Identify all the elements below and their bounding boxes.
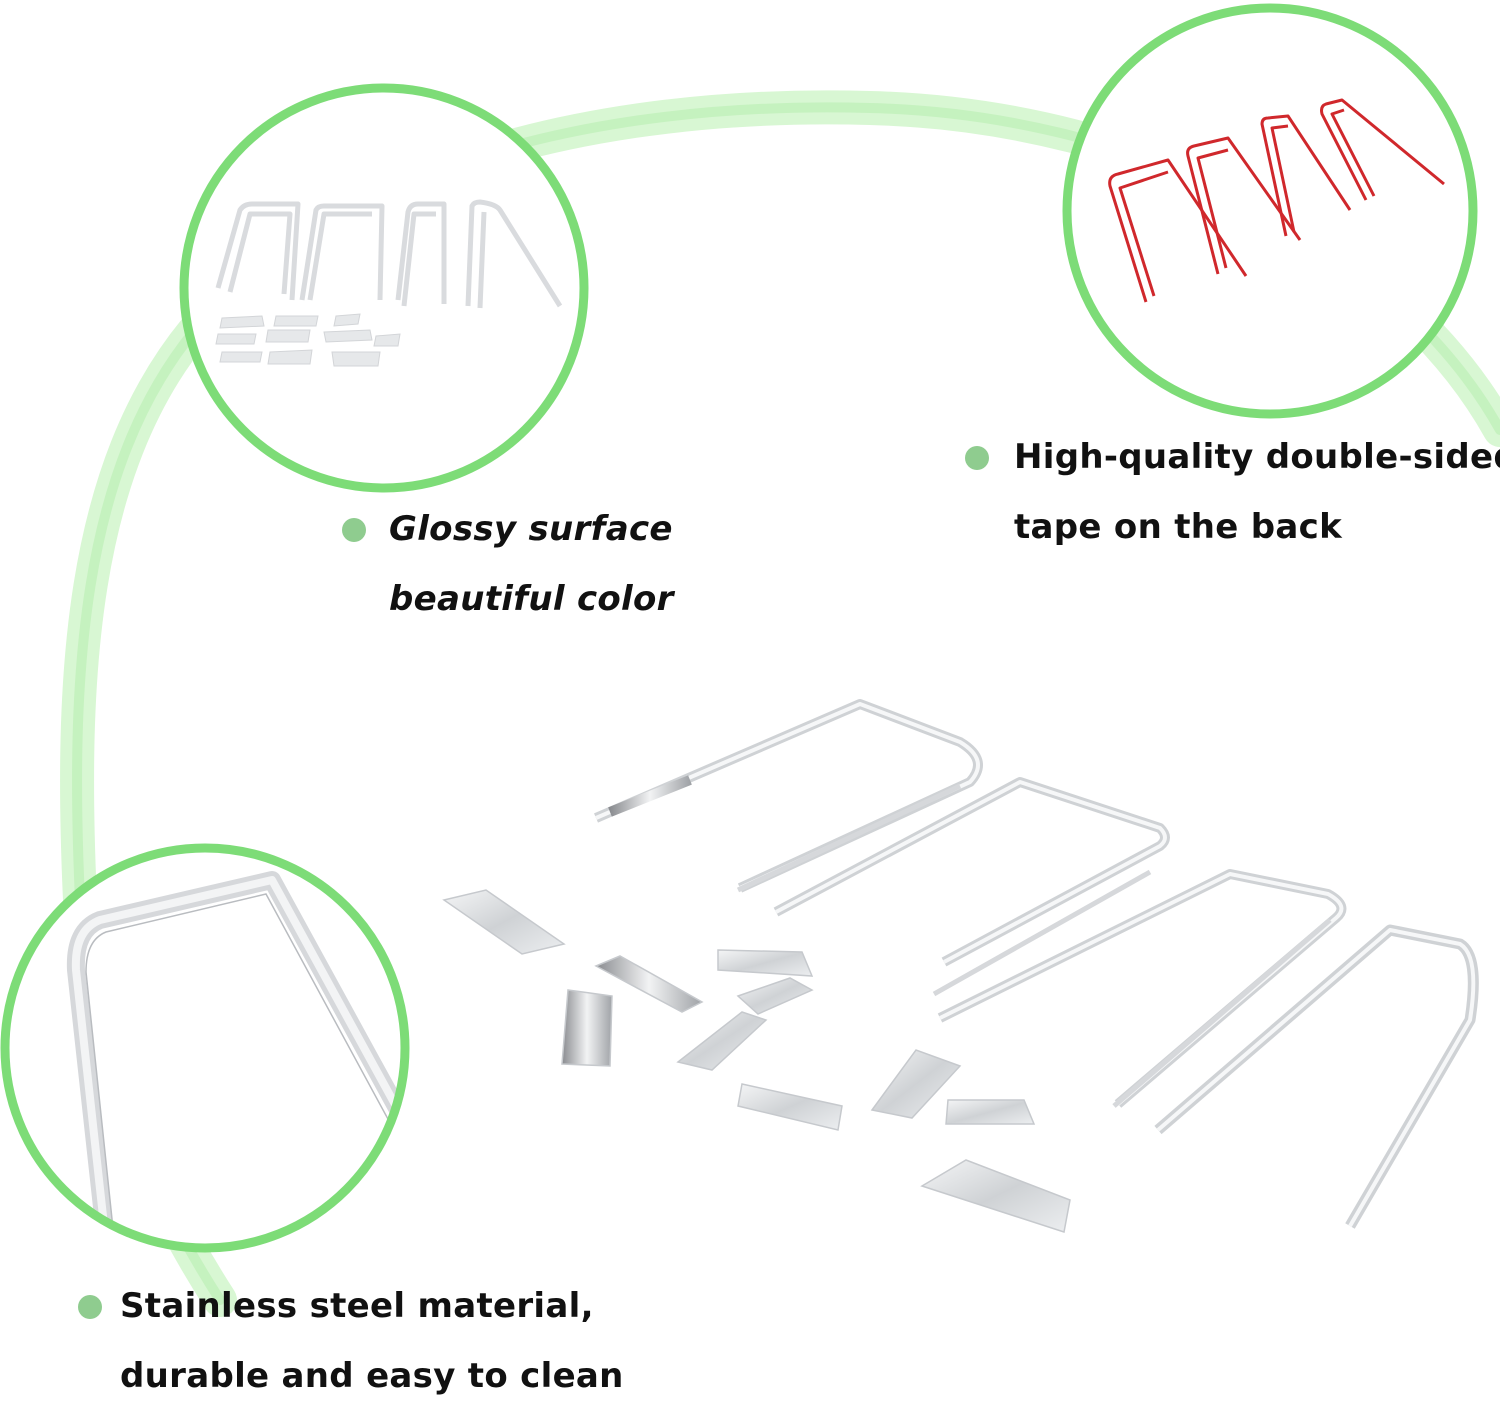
feature-text-line: tape on the back [1014, 507, 1343, 547]
product-trim-panels [442, 889, 1071, 1233]
feature-callout-steel: Stainless steel material, durable and ea… [78, 1271, 624, 1402]
feature-text-line: Stainless steel material, [120, 1286, 594, 1326]
feature-text-line: beautiful color [389, 579, 674, 619]
bullet-dot-icon [342, 518, 366, 542]
feature-callout-tape: High-quality double-sided tape on the ba… [965, 422, 1500, 562]
product-trim-frames [594, 699, 1479, 1229]
detail-circle-full-set [179, 83, 589, 493]
feature-callout-glossy: Glossy surface beautiful color [342, 494, 674, 634]
feature-text-line: Glossy surface [389, 509, 673, 549]
feature-text-line: High-quality double-sided [1014, 437, 1500, 477]
bullet-dot-icon [965, 446, 989, 470]
detail-circle-material [0, 843, 410, 1253]
feature-text-line: durable and easy to clean [120, 1356, 624, 1396]
detail-circle-tape [1062, 3, 1478, 419]
bullet-dot-icon [78, 1295, 102, 1319]
